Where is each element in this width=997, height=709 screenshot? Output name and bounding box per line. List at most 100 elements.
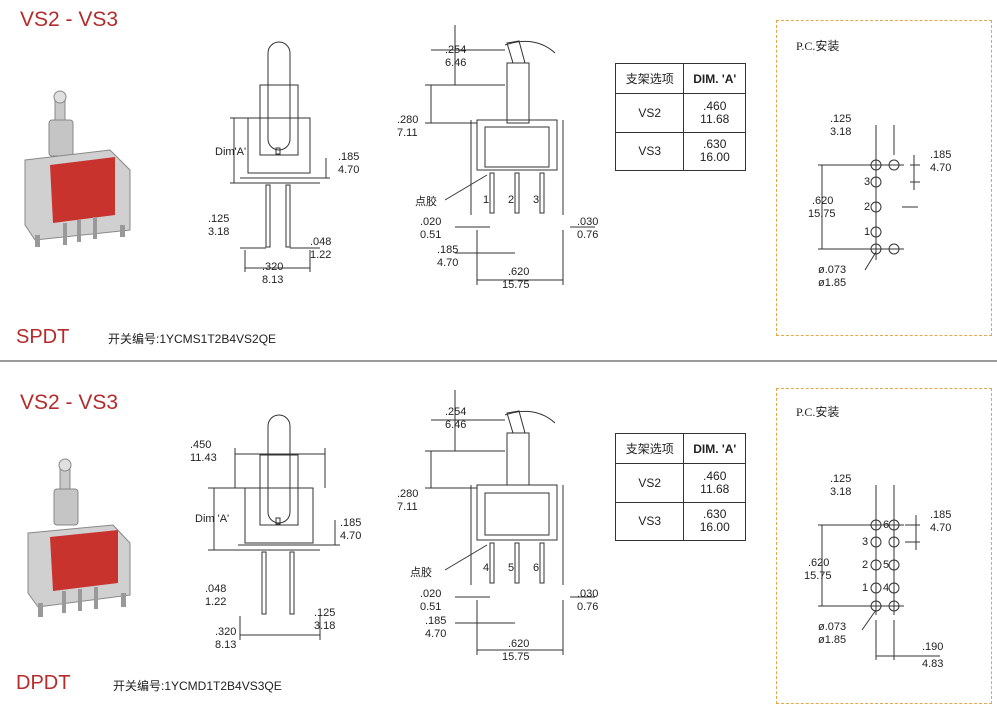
- dim-450: .450: [190, 439, 211, 451]
- series-title: VS2 - VS3: [20, 8, 119, 31]
- dim-280: .280: [397, 114, 418, 126]
- side-view-drawing-spdt: Dim'A' .185 4.70 .125 3.18 .048 1.22 .32…: [208, 41, 359, 286]
- pc-dim-dia-mm: ø1.85: [818, 634, 846, 646]
- dim-020: .020: [420, 216, 441, 228]
- dim-1575: 15.75: [502, 651, 530, 663]
- dim-711: 7.11: [397, 127, 418, 139]
- dim-813: 8.13: [262, 274, 283, 286]
- dim-620: .620: [508, 266, 529, 278]
- pc-pin-1: 1: [862, 582, 868, 594]
- section-divider: [0, 360, 997, 362]
- dim-048: .048: [205, 583, 226, 595]
- dim-048: .048: [310, 236, 331, 248]
- dim-813: 8.13: [215, 639, 236, 651]
- table-header-dim-a: DIM. 'A': [683, 433, 746, 464]
- pin-5: 5: [508, 562, 514, 574]
- pc-dim-125: .125: [830, 113, 851, 125]
- dim-646: 6.46: [445, 57, 466, 69]
- dim-030: .030: [577, 216, 598, 228]
- dim-1143: 11.43: [190, 452, 217, 464]
- dim-1575: 15.75: [502, 279, 530, 291]
- dim-122: 1.22: [310, 249, 331, 261]
- dim-318: 3.18: [314, 620, 335, 632]
- dim-620: .620: [508, 638, 529, 650]
- table-row-name: VS3: [614, 501, 685, 541]
- pc-pin-3: 3: [864, 176, 870, 188]
- dim-185: .185: [340, 517, 361, 529]
- pc-dim-470: 4.70: [930, 522, 951, 534]
- table-row-name: VS2: [614, 463, 685, 503]
- dim-185b: .185: [437, 244, 458, 256]
- dim-470: 4.70: [338, 164, 359, 176]
- dim-646: 6.46: [445, 419, 466, 431]
- pc-footprint-dpdt: .125 3.18 .185 4.70 .620 15.75 3 2 1 6 5…: [804, 473, 951, 670]
- switch-photo-spdt: [24, 90, 131, 247]
- dim-122: 1.22: [205, 596, 226, 608]
- pc-dim-190: .190: [922, 641, 943, 653]
- dim-470: 4.70: [340, 530, 361, 542]
- dim-470b: 4.70: [425, 628, 446, 640]
- pc-mount-box-spdt: [776, 20, 992, 336]
- pc-pin-1: 1: [864, 226, 870, 238]
- dim-030: .030: [577, 588, 598, 600]
- dim-320: .320: [262, 261, 283, 273]
- dim-125: .125: [314, 607, 335, 619]
- table-row-name: VS3: [614, 131, 685, 171]
- pc-mount-title: P.C.安装: [796, 39, 840, 53]
- pc-dim-185: .185: [930, 149, 951, 161]
- pc-footprint-spdt: .125 3.18 .185 4.70 .620 15.75 3 2 1 ø.0…: [808, 113, 951, 289]
- pc-dim-1575: 15.75: [804, 570, 832, 582]
- dim-076: 0.76: [577, 601, 598, 613]
- switch-type-label: SPDT: [16, 326, 70, 348]
- side-view-drawing-dpdt: .450 11.43 Dim 'A' .185 4.70 .048 1.22 .…: [190, 414, 361, 651]
- dim-320: .320: [215, 626, 236, 638]
- pc-dim-dia: ø.073: [818, 621, 846, 633]
- dim-020: .020: [420, 588, 441, 600]
- pc-dim-483: 4.83: [922, 658, 943, 670]
- dim-a-label: Dim 'A': [195, 513, 229, 525]
- dim-318: 3.18: [208, 226, 229, 238]
- pc-pin-6: 6: [883, 519, 889, 531]
- pc-dim-620: .620: [808, 557, 829, 569]
- pin-6: 6: [533, 562, 539, 574]
- pin-2: 2: [508, 194, 514, 206]
- pc-pin-2: 2: [864, 201, 870, 213]
- glue-label: 点胶: [410, 565, 432, 579]
- pin-3: 3: [533, 194, 539, 206]
- dim-125: .125: [208, 213, 229, 225]
- pc-dim-dia: ø.073: [818, 264, 846, 276]
- pc-dim-318: 3.18: [830, 486, 851, 498]
- pc-dim-318: 3.18: [830, 126, 851, 138]
- dim-076: 0.76: [577, 229, 598, 241]
- dim-a-label: Dim'A': [215, 146, 246, 158]
- dim-254: .254: [445, 44, 466, 56]
- part-number-label: 开关编号:1YCMS1T2B4VS2QE: [108, 332, 277, 346]
- dim-470b: 4.70: [437, 257, 458, 269]
- pc-dim-185: .185: [930, 509, 951, 521]
- pc-dim-dia-mm: ø1.85: [818, 277, 846, 289]
- dim-051: 0.51: [420, 601, 441, 613]
- front-view-drawing-dpdt: .254 6.46 .280 7.11 点胶 4 5 6 .020 0.51 .…: [397, 390, 598, 663]
- pc-pin-5: 5: [883, 559, 889, 571]
- table-row-name: VS2: [614, 93, 685, 133]
- pc-dim-1575: 15.75: [808, 208, 836, 220]
- series-title: VS2 - VS3: [20, 391, 119, 414]
- table-header-bracket: 支架选项: [614, 433, 685, 464]
- dim-185b: .185: [425, 615, 446, 627]
- table-header-dim-a: DIM. 'A': [683, 63, 746, 94]
- glue-label: 点胶: [415, 194, 437, 208]
- dim-254: .254: [445, 406, 466, 418]
- pc-pin-4: 4: [883, 582, 889, 594]
- pin-1: 1: [483, 194, 489, 206]
- pc-pin-3: 3: [862, 536, 868, 548]
- pc-dim-470: 4.70: [930, 162, 951, 174]
- switch-photo-dpdt: [27, 458, 131, 617]
- dim-051: 0.51: [420, 229, 441, 241]
- dim-280: .280: [397, 488, 418, 500]
- pin-4: 4: [483, 562, 489, 574]
